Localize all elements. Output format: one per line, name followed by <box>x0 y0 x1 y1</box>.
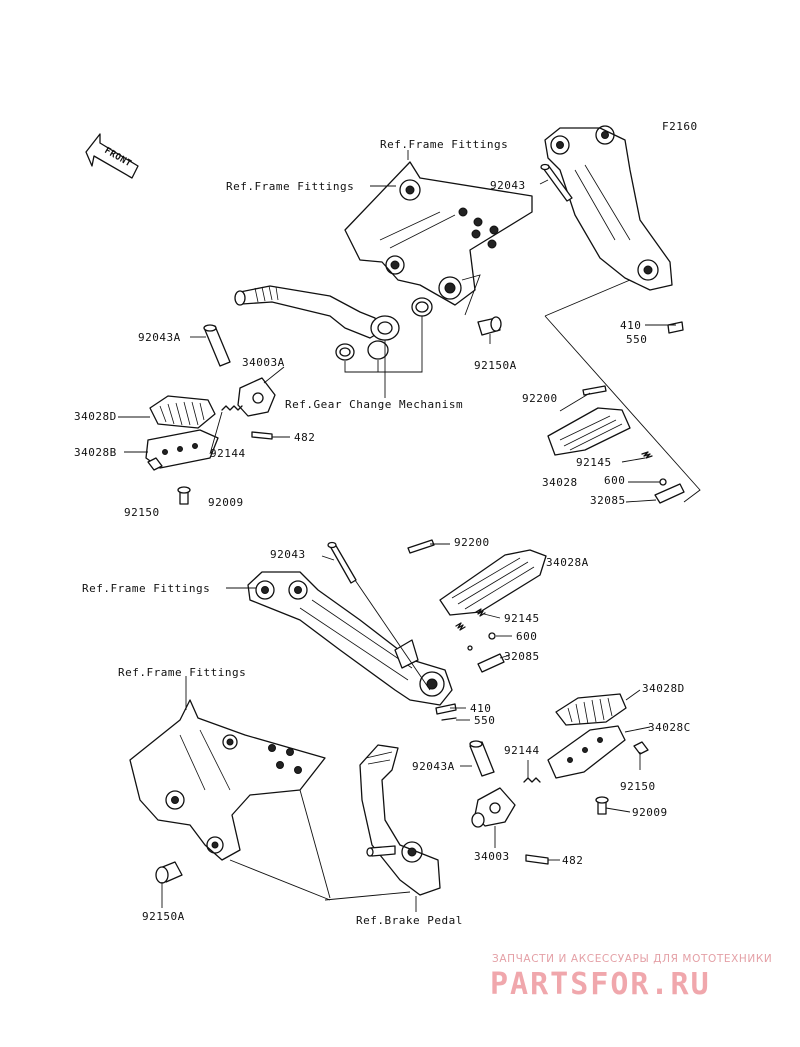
washer-410-upper <box>667 321 684 334</box>
label-482-lower: 482 <box>562 854 583 867</box>
label-ref-frame-fittings-a: Ref.Frame Fittings <box>82 582 210 595</box>
footpeg-34028-right <box>547 407 631 456</box>
label-92144-lower: 92144 <box>504 744 540 757</box>
label-ref-frame-fittings-top: Ref.Frame Fittings <box>380 138 508 151</box>
cotter-550-lower <box>441 717 457 721</box>
watermark-tagline: ЗАПЧАСТИ И АКСЕССУАРЫ ДЛЯ МОТОТЕХНИКИ <box>492 953 772 965</box>
washer-410-lower <box>435 703 457 715</box>
spring-92145-lower <box>475 608 486 617</box>
label-600-lower: 600 <box>516 630 537 643</box>
footpeg-rubber-34028d <box>149 395 216 429</box>
label-34003: 34003 <box>474 850 510 863</box>
bolt-92150a-upper <box>477 316 502 336</box>
pin-92043a-upper <box>203 324 231 367</box>
spring-92144-upper <box>221 405 243 411</box>
lower-assembly: 92043 92200 34028A Ref.Frame Fittings 92… <box>82 536 691 927</box>
pin-92200-upper <box>582 385 607 396</box>
pin-482-upper <box>251 431 273 440</box>
label-92043-lower: 92043 <box>270 548 306 561</box>
bracket-34003 <box>471 787 516 828</box>
plate-32085-upper <box>654 483 685 504</box>
label-92150a-upper: 92150A <box>474 359 517 372</box>
label-92150a-lower: 92150A <box>142 910 185 923</box>
label-34028d-upper: 34028D <box>74 410 117 423</box>
footpeg-34028b <box>145 429 219 469</box>
footpeg-rubber-34028d-lower <box>555 693 627 726</box>
label-92009-lower: 92009 <box>632 806 668 819</box>
label-34003a: 34003A <box>242 356 285 369</box>
spring-92144-lower <box>523 777 541 783</box>
bolt-92150a-lower <box>155 861 183 884</box>
label-ref-gear-change: Ref.Gear Change Mechanism <box>285 398 463 411</box>
bolt-92150-lower <box>633 741 649 755</box>
ball-600-upper <box>659 478 667 486</box>
rider-hanger-lower <box>247 571 453 706</box>
figure-code: F2160 <box>662 120 698 133</box>
footpeg-34028a <box>439 549 547 616</box>
watermark-brand: PARTSFOR.RU <box>490 967 711 1002</box>
oring-2 <box>411 297 433 317</box>
bolt-92009-upper <box>177 486 191 505</box>
front-arrow-icon: FRONT <box>85 133 139 179</box>
label-34028c: 34028C <box>648 721 691 734</box>
spring-92145-upper <box>641 451 653 459</box>
upper-assembly: Ref.Frame Fittings Ref.Frame Fittings 92… <box>74 125 701 519</box>
frame-bracket-lower <box>129 699 326 861</box>
pin-92043a-lower <box>469 740 495 777</box>
label-92043-upper: 92043 <box>490 179 526 192</box>
label-92145-upper: 92145 <box>576 456 612 469</box>
label-32085-upper: 32085 <box>590 494 626 507</box>
upper-leader-lines <box>118 150 701 503</box>
label-410-upper: 410 <box>620 319 641 332</box>
label-34028b: 34028B <box>74 446 117 459</box>
rider-hanger-right <box>544 125 673 291</box>
label-ref-frame-fittings-left: Ref.Frame Fittings <box>226 180 354 193</box>
label-92144-upper: 92144 <box>210 447 246 460</box>
pin-482-lower <box>525 854 549 865</box>
label-410-lower: 410 <box>470 702 491 715</box>
label-92145-lower: 92145 <box>504 612 540 625</box>
footpeg-34028c <box>547 725 626 779</box>
plate-32085-lower <box>477 653 505 673</box>
pin-92200-lower <box>407 539 435 554</box>
gear-shift-lever <box>234 285 381 339</box>
oring-1 <box>335 343 355 361</box>
label-92200-lower: 92200 <box>454 536 490 549</box>
label-92043a-lower: 92043A <box>412 760 455 773</box>
label-ref-brake-pedal: Ref.Brake Pedal <box>356 914 463 927</box>
label-550-lower: 550 <box>474 714 495 727</box>
frame-bracket-left <box>344 161 533 306</box>
collar-1 <box>367 340 389 360</box>
watermark: ЗАПЧАСТИ И АКСЕССУАРЫ ДЛЯ МОТОТЕХНИКИ PA… <box>490 953 772 1002</box>
lower-leader-lines <box>161 543 651 912</box>
bushing-1 <box>370 315 400 341</box>
spring-92145-lower-b <box>455 622 466 631</box>
label-600-upper: 600 <box>604 474 625 487</box>
label-ref-frame-fittings-b: Ref.Frame Fittings <box>118 666 246 679</box>
label-34028: 34028 <box>542 476 578 489</box>
label-92009-upper: 92009 <box>208 496 244 509</box>
brake-pedal <box>359 744 441 896</box>
label-482-upper: 482 <box>294 431 315 444</box>
bolt-92009-lower <box>595 796 609 815</box>
bolt-92150-upper <box>147 457 163 471</box>
label-92150-upper: 92150 <box>124 506 160 519</box>
label-92200-upper: 92200 <box>522 392 558 405</box>
pin-92043-lower <box>329 543 357 584</box>
label-34028d-lower: 34028D <box>642 682 685 695</box>
label-92150-lower: 92150 <box>620 780 656 793</box>
label-34028a: 34028A <box>546 556 589 569</box>
label-92043a-upper: 92043A <box>138 331 181 344</box>
label-550-upper: 550 <box>626 333 647 346</box>
ball-600-lower <box>488 632 496 640</box>
bracket-34003a <box>237 377 276 417</box>
label-32085-lower: 32085 <box>504 650 540 663</box>
